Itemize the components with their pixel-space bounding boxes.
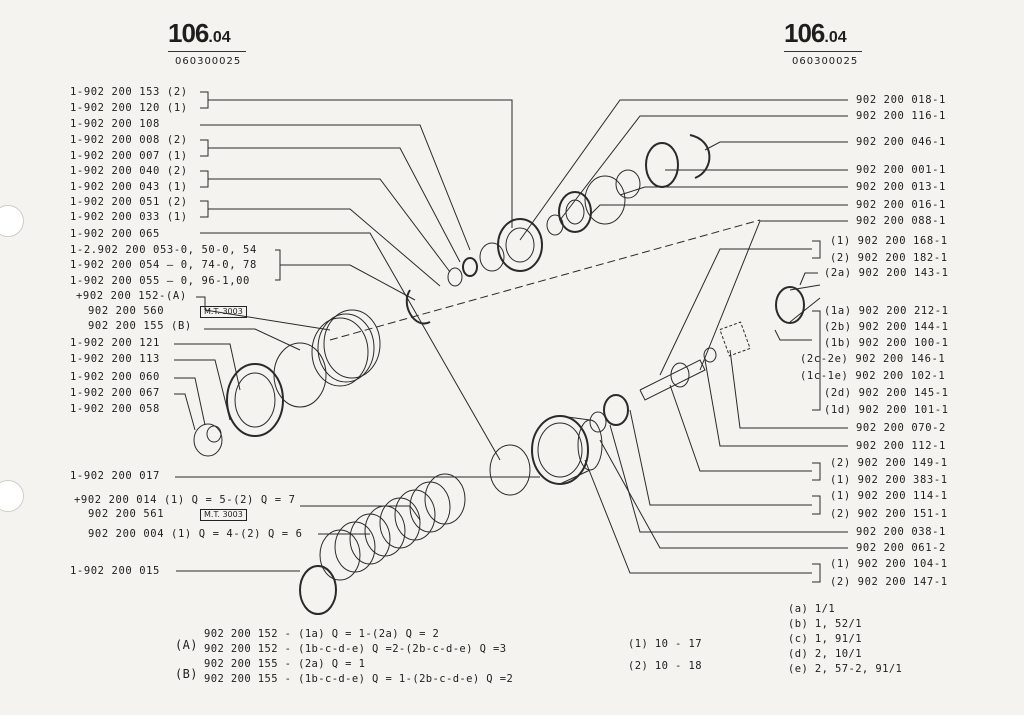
part-label: 902 200 155 (B)	[88, 320, 192, 332]
ratio-note: (d) 2, 10/1	[788, 648, 862, 660]
binder-hole-top	[0, 205, 24, 237]
range-note: (1) 10 - 17	[628, 638, 702, 650]
part-label: 1-902 200 015	[70, 565, 160, 577]
part-label: 1-902 200 065	[70, 228, 160, 240]
part-label: (1b) 902 200 100-1	[824, 337, 949, 349]
part-label: 1-902 200 054 — 0, 74-0, 78	[70, 259, 257, 271]
part-label: (1) 902 200 104-1	[830, 558, 948, 570]
header-underline-left	[168, 51, 246, 52]
page-code-left: 060300025	[175, 56, 242, 67]
part-label: 1-902 200 055 — 0, 96-1,00	[70, 275, 250, 287]
part-label: (1a) 902 200 212-1	[824, 305, 949, 317]
part-label: (2) 902 200 149-1	[830, 457, 948, 469]
part-label: 1-902 200 060	[70, 371, 160, 383]
mt-box: M.T. 3003	[200, 509, 247, 521]
page-number-suffix: .04	[208, 29, 231, 46]
part-label: 902 200 088-1	[856, 215, 946, 227]
part-label: 902 200 001-1	[856, 164, 946, 176]
footnote-a-line2: 902 200 152 - (1b-c-d-e) Q =2-(2b-c-d-e)…	[204, 643, 507, 655]
part-label: (1c-1e) 902 200 102-1	[800, 370, 946, 382]
footnote-letter-a: (A)	[175, 638, 198, 652]
part-label: 1-902 200 043 (1)	[70, 181, 188, 193]
part-label: 1-902 200 008 (2)	[70, 134, 188, 146]
part-label: 1-902 200 017	[70, 470, 160, 482]
footnote-b-line1: 902 200 155 - (2a) Q = 1	[204, 658, 366, 670]
page-number-main: 106	[784, 18, 825, 48]
part-label: 1-902 200 007 (1)	[70, 150, 188, 162]
part-label: 1-902 200 058	[70, 403, 160, 415]
page-code-right: 060300025	[792, 56, 859, 67]
range-note: (2) 10 - 18	[628, 660, 702, 672]
page-number-left: 106.04	[168, 18, 231, 49]
part-label: (1) 902 200 383-1	[830, 474, 948, 486]
page-number-suffix: .04	[824, 29, 847, 46]
part-label: (2) 902 200 147-1	[830, 576, 948, 588]
ratio-note: (c) 1, 91/1	[788, 633, 862, 645]
page-number-main: 106	[168, 18, 209, 48]
part-label: 1-902 200 108	[70, 118, 160, 130]
part-label: 902 200 116-1	[856, 110, 946, 122]
part-label: 1-902 200 040 (2)	[70, 165, 188, 177]
part-label: 902 200 560	[88, 305, 165, 317]
ratio-note: (b) 1, 52/1	[788, 618, 862, 630]
part-label: (1) 902 200 114-1	[830, 490, 948, 502]
part-label: 1-902 200 033 (1)	[70, 211, 188, 223]
part-label: 902 200 561	[88, 508, 165, 520]
part-label: 1-2.902 200 053-0, 50-0, 54	[70, 244, 257, 256]
page-number-right: 106.04	[784, 18, 847, 49]
part-label: (2) 902 200 182-1	[830, 252, 948, 264]
part-label: +902 200 014 (1) Q = 5-(2) Q = 7	[74, 494, 296, 506]
footnote-b-line2: 902 200 155 - (1b-c-d-e) Q = 1-(2b-c-d-e…	[204, 673, 514, 685]
part-label: 902 200 018-1	[856, 94, 946, 106]
part-label: 902 200 061-2	[856, 542, 946, 554]
part-label: 1-902 200 153 (2)	[70, 86, 188, 98]
part-label: 902 200 004 (1) Q = 4-(2) Q = 6	[88, 528, 303, 540]
part-label: (1d) 902 200 101-1	[824, 404, 949, 416]
header-underline-right	[784, 51, 862, 52]
part-label: 902 200 013-1	[856, 181, 946, 193]
part-label: 1-902 200 121	[70, 337, 160, 349]
part-label: (1) 902 200 168-1	[830, 235, 948, 247]
part-label: 902 200 070-2	[856, 422, 946, 434]
part-label: 902 200 038-1	[856, 526, 946, 538]
part-label: 902 200 046-1	[856, 136, 946, 148]
part-label: (2a) 902 200 143-1	[824, 267, 949, 279]
part-label: (2d) 902 200 145-1	[824, 387, 949, 399]
part-label: 1-902 200 120 (1)	[70, 102, 188, 114]
part-label: 1-902 200 113	[70, 353, 160, 365]
ratio-note: (a) 1/1	[788, 603, 836, 615]
part-label: (2b) 902 200 144-1	[824, 321, 949, 333]
part-label: +902 200 152-(A)	[76, 290, 187, 302]
part-label: (2) 902 200 151-1	[830, 508, 948, 520]
footnote-a-line1: 902 200 152 - (1a) Q = 1-(2a) Q = 2	[204, 628, 440, 640]
part-label: (2c-2e) 902 200 146-1	[800, 353, 946, 365]
part-label: 1-902 200 067	[70, 387, 160, 399]
ratio-note: (e) 2, 57-2, 91/1	[788, 663, 903, 675]
part-label: 902 200 112-1	[856, 440, 946, 452]
part-label: 902 200 016-1	[856, 199, 946, 211]
mt-box: M.T. 3003	[200, 306, 247, 318]
footnote-letter-b: (B)	[175, 667, 198, 681]
part-label: 1-902 200 051 (2)	[70, 196, 188, 208]
